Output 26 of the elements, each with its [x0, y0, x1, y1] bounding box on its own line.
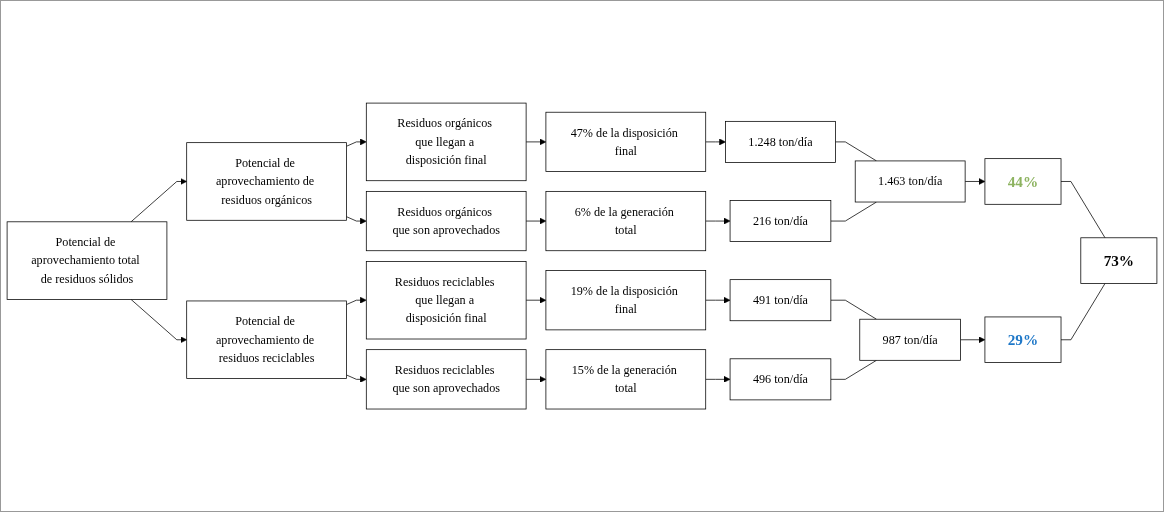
node-box: Residuos reciclables que son aprovechados	[365, 349, 527, 410]
node-box: 1.248 ton/día	[725, 120, 836, 163]
connector	[1060, 283, 1106, 341]
node-box: 15% de la generación total	[545, 349, 707, 410]
node-box: 29%	[984, 316, 1062, 363]
node-box: 47% de la disposición final	[545, 111, 707, 172]
connector	[830, 201, 877, 222]
node-box: 987 ton/día	[859, 318, 961, 361]
node-box: 44%	[984, 158, 1062, 205]
node-box: Potencial de aprovechamiento total de residuos sólidos	[6, 221, 168, 300]
node-box: Potencial de aprovechamiento de residuos orgánicos	[186, 142, 347, 221]
node-box: 19% de la disposición final	[545, 270, 707, 331]
node-box: Residuos reciclables que llegan a disposición final	[365, 260, 527, 340]
node-box: 491 ton/día	[729, 279, 832, 322]
node-box: 6% de la generación total	[545, 190, 707, 252]
connector	[830, 359, 877, 380]
node-box: Potencial de aprovechamiento de residuos reciclables	[186, 300, 347, 379]
node-box: Residuos orgánicos que llegan a disposición final	[365, 102, 527, 182]
node-box: 73%	[1080, 237, 1158, 284]
node-box: Residuos orgánicos que son aprovechados	[365, 190, 527, 252]
connector	[1060, 181, 1106, 239]
node-box: 216 ton/día	[729, 200, 832, 242]
connector	[835, 141, 877, 162]
node-box: 1.463 ton/día	[854, 160, 966, 203]
node-box: 496 ton/día	[729, 358, 832, 401]
connector	[830, 299, 877, 320]
